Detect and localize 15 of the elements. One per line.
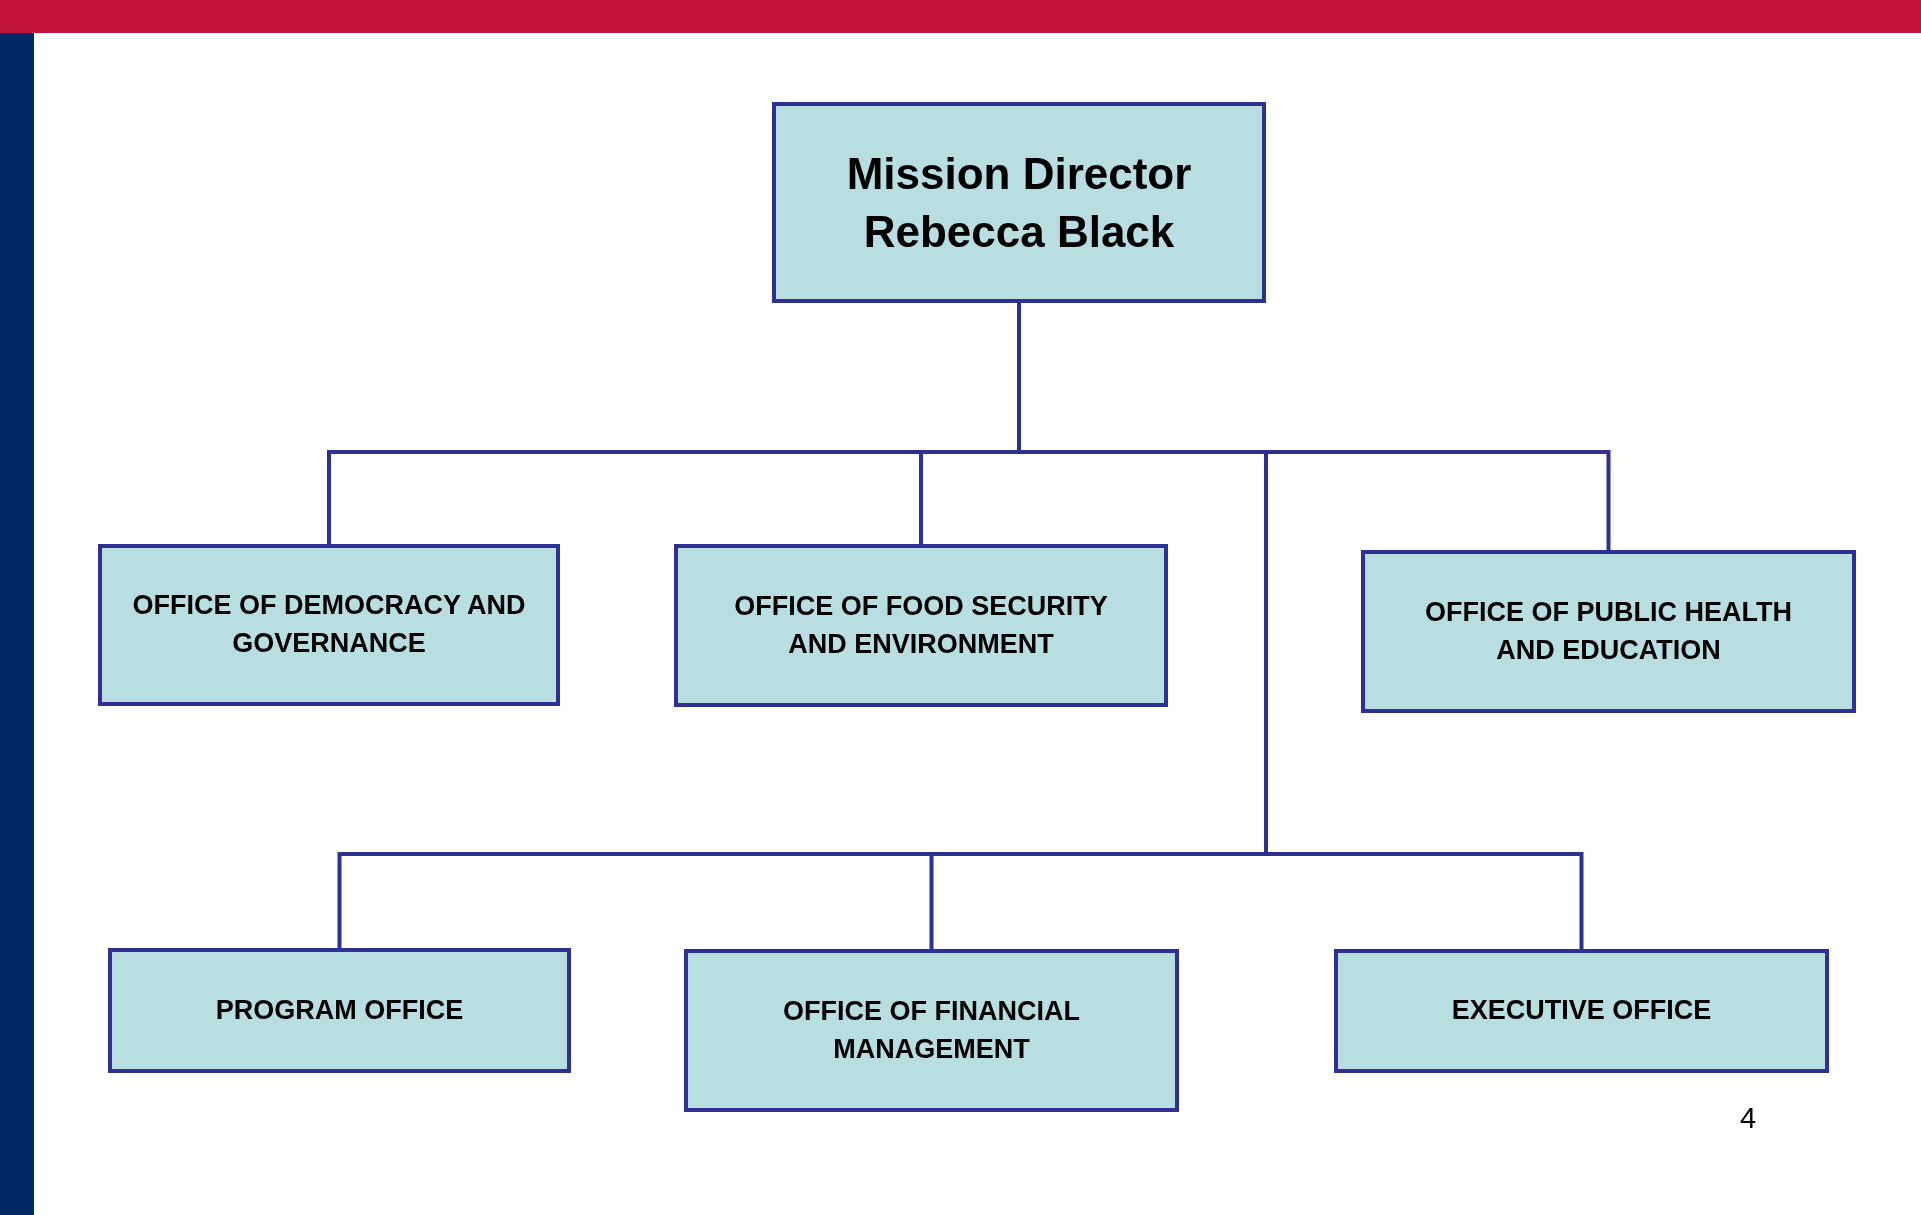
office-name: PROGRAM OFFICE [214, 993, 465, 1027]
office-name: OFFICE OF FINANCIAL MANAGEMENT [782, 994, 1081, 1066]
office-box [1361, 550, 1856, 713]
office-name: OFFICE OF DEMOCRACY AND GOVERNANCE [131, 589, 527, 660]
office-box [98, 544, 560, 706]
office-name: OFFICE OF PUBLIC HEALTH AND EDUCATION [1424, 595, 1793, 667]
office-name: OFFICE OF FOOD SECURITY AND ENVIRONMENT [733, 589, 1109, 661]
office-box [684, 949, 1179, 1112]
page-number: 4 [1740, 1102, 1757, 1135]
office-box [674, 544, 1168, 707]
director-box [772, 102, 1266, 303]
office-name: EXECUTIVE OFFICE [1450, 994, 1713, 1028]
office-box [108, 948, 571, 1073]
director-title: Mission Director Rebecca Black [845, 148, 1193, 258]
office-box [1334, 949, 1829, 1073]
